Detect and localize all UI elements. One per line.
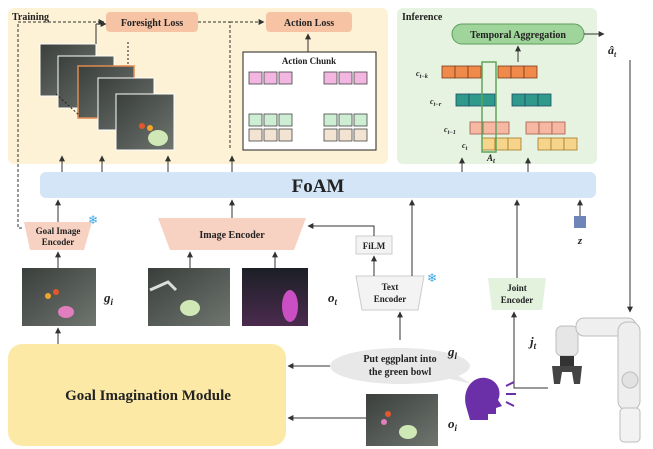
inference-chunk-cell — [510, 65, 525, 79]
action-chunk-cell — [248, 113, 263, 127]
inference-panel-label: Inference — [402, 12, 443, 23]
chunk-row-label: ct — [462, 141, 468, 152]
observation-image-1 — [148, 268, 230, 326]
inference-chunk-cell — [523, 65, 538, 79]
goal-image-encoder — [24, 222, 92, 250]
inference-chunk-cell — [551, 121, 566, 135]
goal-image-encoder-label-2: Encoder — [42, 237, 75, 247]
action-chunk-cell — [338, 71, 353, 85]
inference-chunk-cell — [441, 65, 456, 79]
action-chunk-cell — [323, 113, 338, 127]
inference-chunk-cell — [481, 93, 496, 107]
instruction-observation-image — [366, 394, 438, 446]
foam-bar — [40, 172, 596, 198]
inference-chunk-cell — [538, 121, 553, 135]
inference-chunk-cell — [525, 121, 540, 135]
latent-z-square — [574, 216, 586, 228]
action-chunk-cell — [353, 113, 368, 127]
text-encoder-label-2: Encoder — [374, 294, 407, 304]
g-l-symbol: gl — [447, 344, 458, 361]
action-chunk-cell — [353, 71, 368, 85]
inference-chunk-cell — [524, 93, 539, 107]
inference-chunk-cell — [497, 65, 512, 79]
action-chunk-cell — [323, 71, 338, 85]
goal-imagination-module — [8, 344, 286, 446]
o-i-symbol: oi — [448, 416, 458, 433]
inference-chunk-cell — [467, 65, 482, 79]
action-chunk-cells — [248, 71, 368, 142]
image-encoder — [158, 218, 306, 250]
goal-image-thumbnail — [22, 268, 96, 326]
action-chunk-cell — [353, 128, 368, 142]
g-i-symbol: gi — [103, 290, 114, 307]
speaking-person-icon — [465, 377, 516, 420]
snowflake-icon: ❄ — [427, 271, 437, 285]
inference-chunk-cell — [511, 93, 526, 107]
foresight-loss-box — [106, 12, 198, 32]
joint-encoder-label-1: Joint — [507, 283, 527, 293]
film-label: FiLM — [363, 241, 386, 251]
joint-encoder-label-2: Encoder — [501, 295, 534, 305]
bowl-shape — [148, 130, 168, 146]
inference-chunk-cell — [468, 93, 483, 107]
instruction-line-1: Put eggplant into — [363, 354, 436, 365]
action-chunk-cell — [248, 128, 263, 142]
action-chunk-cell — [278, 128, 293, 142]
action-loss-box — [266, 12, 352, 32]
action-chunk-label: Action Chunk — [282, 56, 336, 66]
foam-label: FoAM — [292, 176, 345, 197]
chunk-row-label: ct−r — [430, 97, 442, 108]
a-t-label: At — [486, 153, 496, 165]
action-chunk-cell — [338, 128, 353, 142]
action-chunk-cell — [248, 71, 263, 85]
inference-chunk-cell — [481, 137, 496, 151]
o-t-symbol: ot — [328, 290, 338, 307]
inference-chunk-cell — [537, 93, 552, 107]
foresight-loss-label: Foresight Loss — [121, 18, 183, 29]
instruction-bubble — [330, 348, 470, 384]
inference-chunk-cell — [550, 137, 565, 151]
foresight-frame-stack — [39, 42, 175, 151]
chunk-row-label: ct−1 — [444, 125, 456, 136]
inference-chunk-cell — [455, 93, 470, 107]
inference-chunk-cell — [469, 121, 484, 135]
action-chunk-cell — [323, 128, 338, 142]
action-loss-label: Action Loss — [284, 18, 334, 29]
aggregation-window — [481, 61, 497, 153]
instruction-line-2: the green bowl — [369, 367, 432, 378]
inference-chunk-cell — [537, 137, 552, 151]
inference-chunk-cell — [482, 121, 497, 135]
robot-arm-image — [552, 317, 641, 443]
action-chunk-cell — [263, 128, 278, 142]
image-encoder-label: Image Encoder — [199, 230, 265, 241]
latent-z-label: z — [577, 235, 583, 247]
action-chunk-cell — [278, 71, 293, 85]
temporal-aggregation-label: Temporal Aggregation — [470, 30, 566, 41]
action-chunk-cell — [263, 113, 278, 127]
observation-image-2 — [242, 268, 308, 326]
text-encoder-label-1: Text — [382, 282, 399, 292]
joint-encoder — [488, 278, 546, 310]
chunk-row-label: ct−k — [416, 69, 428, 80]
inference-chunk-cell — [563, 137, 578, 151]
action-chunk-cell — [278, 113, 293, 127]
inference-chunk-cell — [454, 65, 469, 79]
goal-imagination-module-label: Goal Imagination Module — [65, 388, 231, 404]
inference-chunk-rows: ct−k ct−r ct−1 ct — [416, 61, 578, 153]
inference-chunk-cell — [495, 121, 510, 135]
action-chunk-cell — [263, 71, 278, 85]
output-action-symbol: ât — [608, 43, 617, 59]
action-chunk-cell — [338, 113, 353, 127]
inference-chunk-cell — [507, 137, 522, 151]
training-panel-label: Training — [12, 12, 49, 23]
snowflake-icon: ❄ — [88, 213, 98, 227]
text-encoder — [355, 275, 425, 311]
goal-image-encoder-label-1: Goal Image — [36, 226, 81, 236]
j-t-symbol: jt — [528, 334, 537, 351]
inference-chunk-cell — [494, 137, 509, 151]
